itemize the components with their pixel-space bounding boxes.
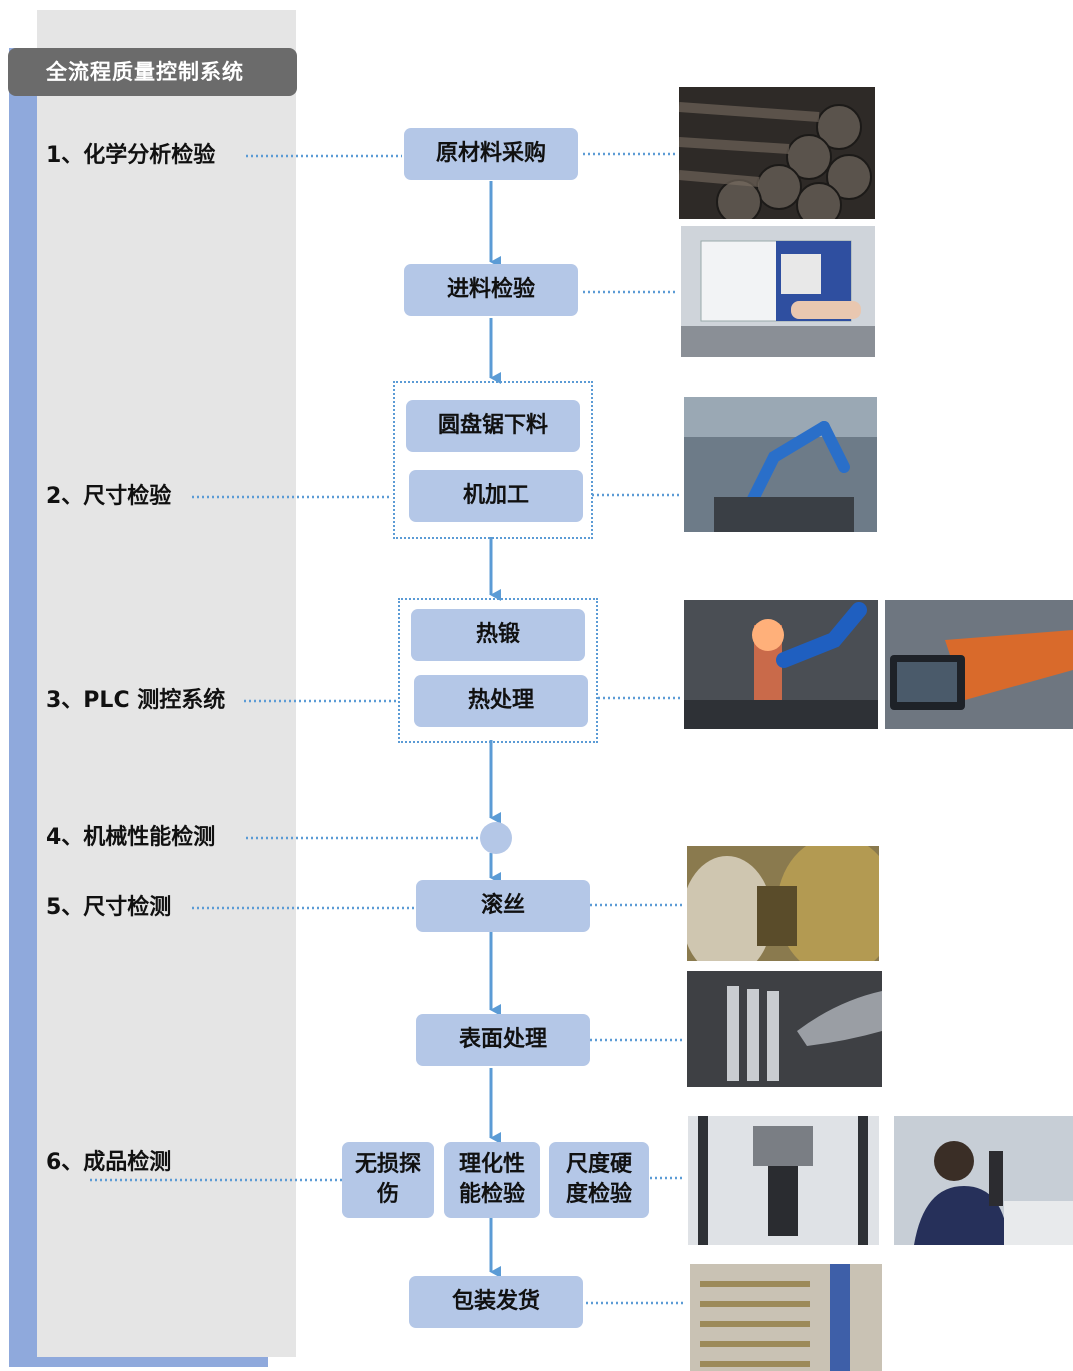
step-dimension-hardness: 尺度硬度检验 (549, 1142, 649, 1218)
diagram-title: 全流程质量控制系统 (8, 48, 297, 96)
robot-arm-photo (684, 397, 877, 532)
sidebar-panel (37, 10, 296, 1357)
stage-label-2: 2、尺寸检验 (46, 484, 172, 509)
step-circular-saw: 圆盘锯下料 (406, 400, 580, 452)
stage-label-6: 6、成品检测 (46, 1150, 172, 1175)
tensile-tester-photo (688, 1116, 879, 1245)
packing-photo (690, 1264, 882, 1371)
stage-label-5: 5、尺寸检测 (46, 895, 172, 920)
step-machining: 机加工 (409, 470, 583, 522)
thread-rolling-photo (687, 846, 879, 961)
stage-label-4: 4、机械性能检测 (46, 825, 216, 850)
stage-label-1: 1、化学分析检验 (46, 143, 216, 168)
step-hot-forging: 热锻 (411, 609, 585, 661)
spectrometer-photo (681, 226, 875, 357)
steel-bars-photo (679, 87, 875, 219)
group-cutting-machining (393, 381, 593, 539)
step-raw-purchase: 原材料采购 (404, 128, 578, 180)
step-physchem: 理化性能检验 (444, 1142, 540, 1218)
step-packing-shipping: 包装发货 (409, 1276, 583, 1328)
group-forging-heat (398, 598, 598, 743)
step-thread-rolling: 滚丝 (416, 880, 590, 932)
step-ndt: 无损探伤 (342, 1142, 434, 1218)
heat-treatment-line-photo (885, 600, 1073, 729)
microscope-inspection-photo (894, 1116, 1073, 1245)
step-heat-treatment: 热处理 (414, 675, 588, 727)
step-surface-treatment: 表面处理 (416, 1014, 590, 1066)
stage-label-3: 3、PLC 测控系统 (46, 688, 226, 713)
surface-treatment-photo (687, 971, 882, 1087)
forging-robot-photo (684, 600, 878, 729)
inspection-node (480, 822, 512, 854)
step-incoming-inspection: 进料检验 (404, 264, 578, 316)
